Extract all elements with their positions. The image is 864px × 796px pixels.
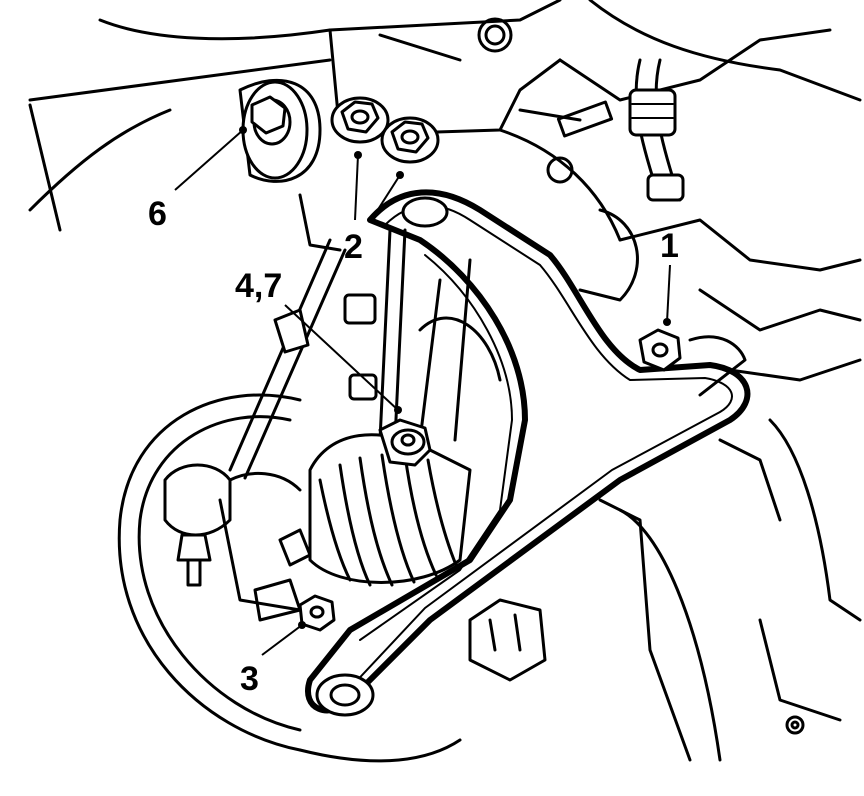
leader-4-7 (284, 304, 399, 411)
callout-4-7: 4,7 (235, 267, 282, 305)
leader-6-dot (239, 126, 247, 134)
cv-boot (308, 433, 472, 587)
callout-1: 1 (660, 227, 679, 265)
rear-bushing (238, 78, 342, 252)
tie-rod (163, 238, 347, 587)
leader-4-7-dot (394, 406, 402, 414)
leader-1-dot (663, 318, 671, 326)
leader-2a (354, 154, 359, 221)
callout-6: 6 (148, 195, 167, 233)
ball-joint-nut (378, 418, 432, 467)
leader-2a-dot (354, 151, 362, 159)
callout-2: 2 (344, 228, 363, 266)
body-structure (28, 0, 862, 735)
leader-2b (369, 174, 401, 223)
front-mount-bolt (638, 328, 747, 397)
brake-hose (628, 58, 685, 202)
callout-3: 3 (240, 660, 259, 698)
strut (343, 228, 502, 442)
upper-mount-nuts (330, 96, 440, 164)
leader-lines (174, 126, 671, 656)
lower-bracket (468, 498, 722, 762)
leader-1 (666, 264, 671, 323)
leader-6 (174, 129, 244, 191)
callout-labels: 6 2 1 4,7 3 (148, 195, 679, 698)
leader-3 (261, 624, 303, 656)
brake-disc (117, 393, 462, 763)
lower-control-arm (305, 189, 751, 717)
leader-2b-dot (396, 171, 404, 179)
leader-3-dot (298, 621, 306, 629)
